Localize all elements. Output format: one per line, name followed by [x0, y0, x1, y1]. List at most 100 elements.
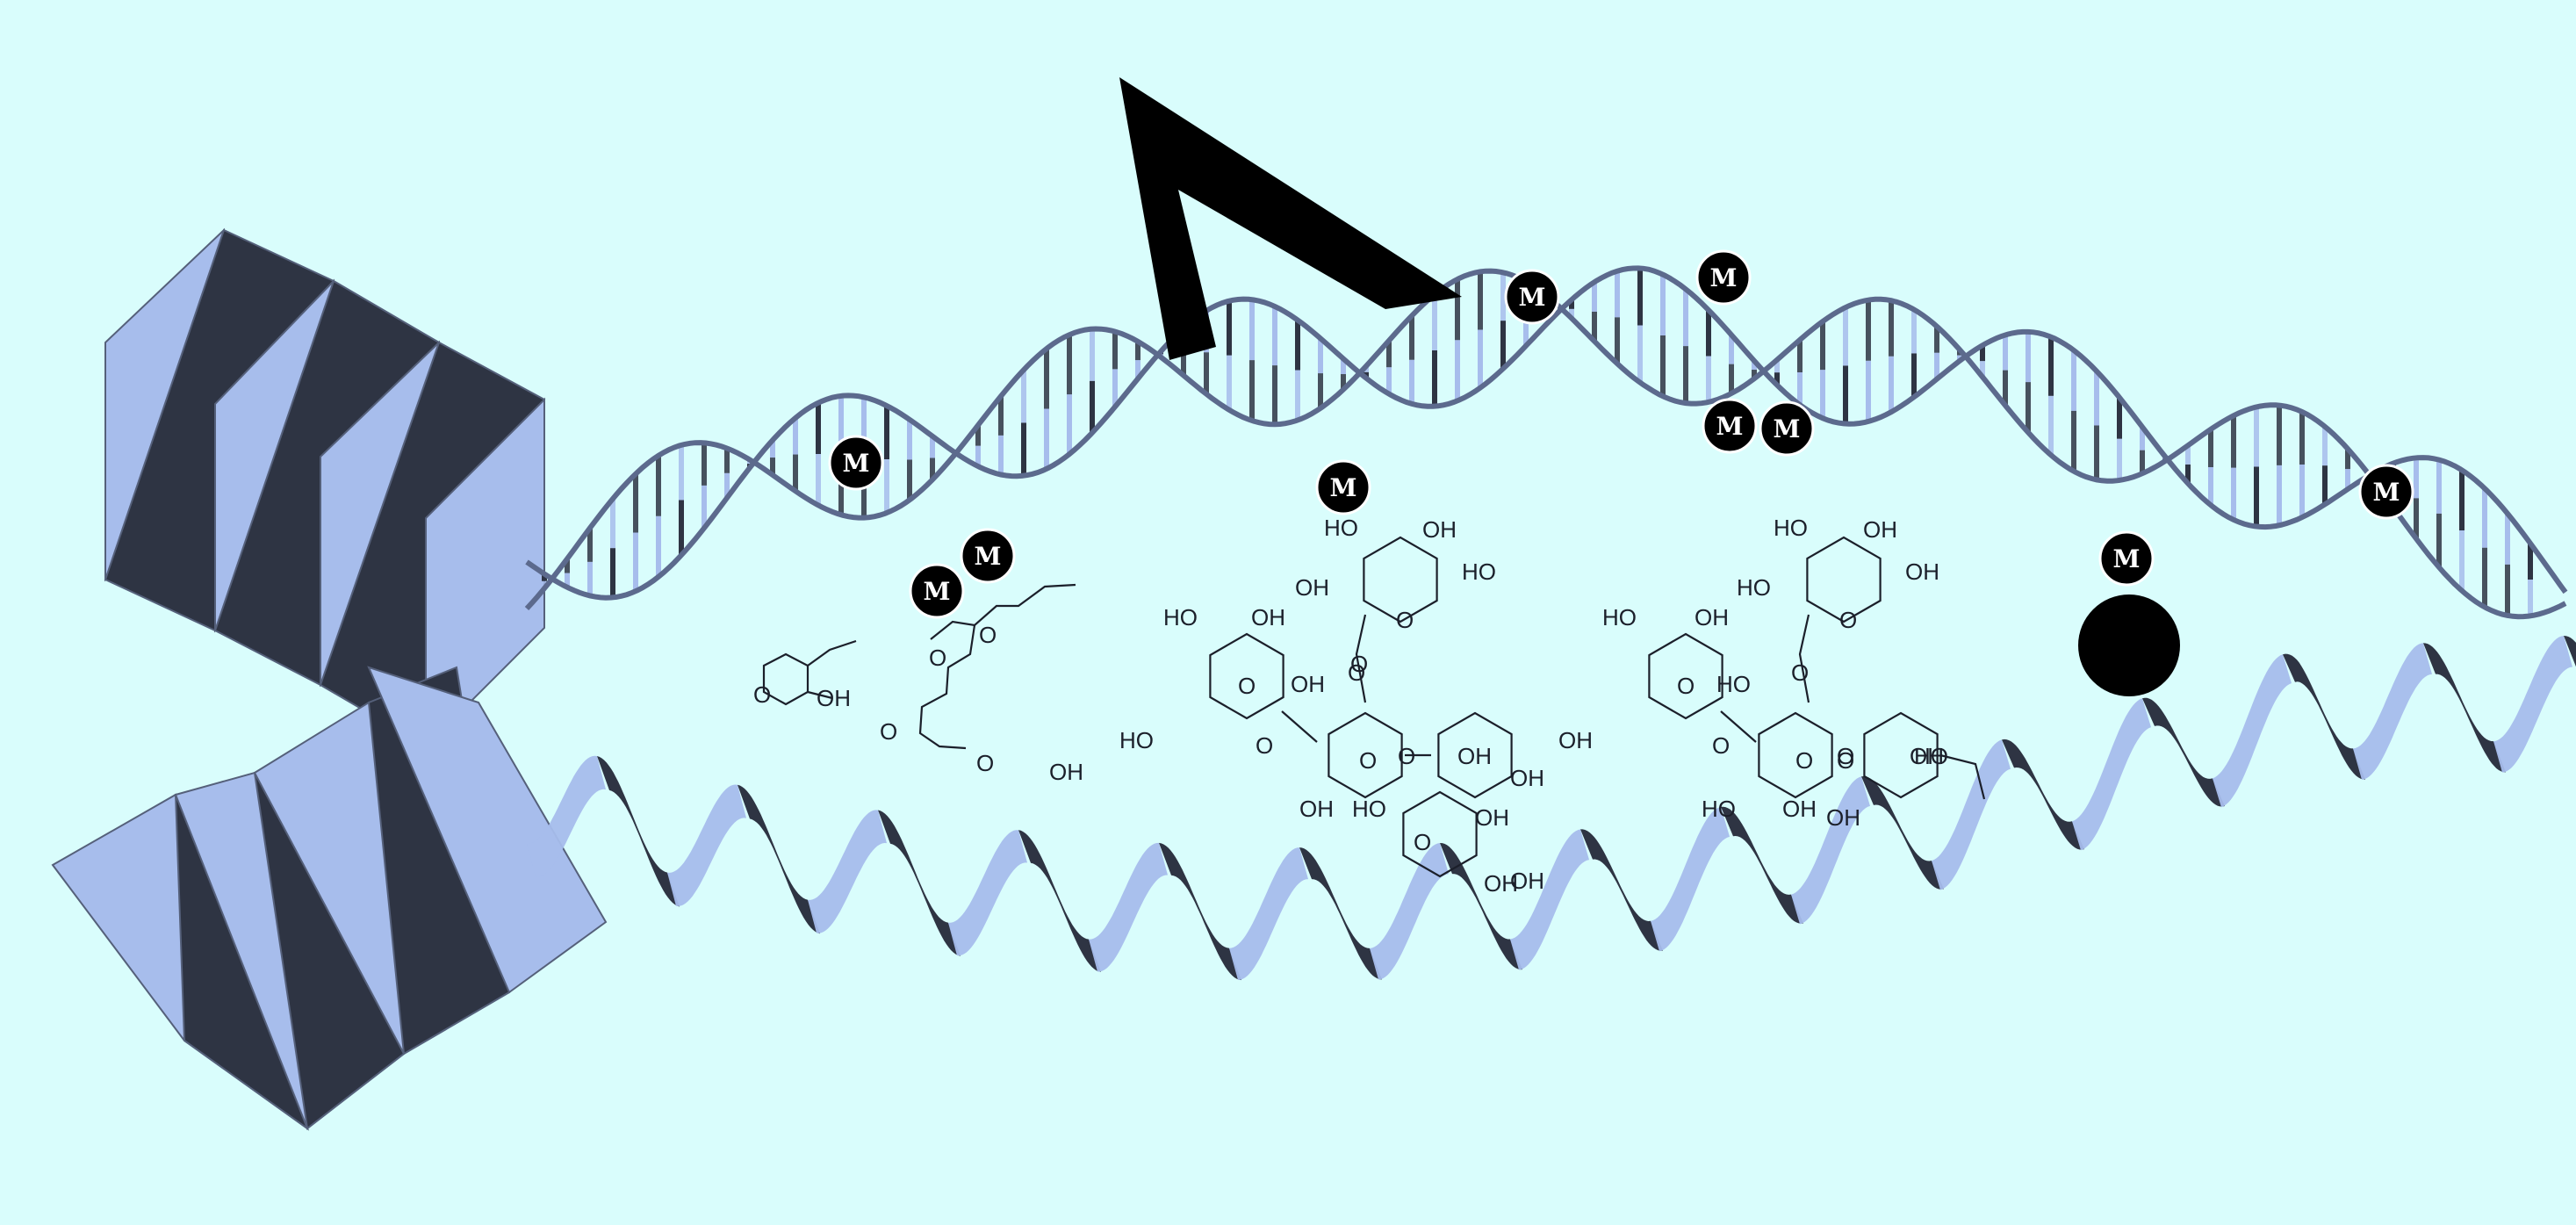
dna-strand-1	[525, 265, 2568, 601]
helix-front-turn	[2423, 643, 2506, 773]
ring-atom-label: O	[976, 750, 994, 776]
hydroxyl-label: HO	[1737, 574, 1771, 601]
hydroxyl-label: HO	[1914, 743, 1948, 769]
hydroxyl-label: OH	[1251, 604, 1285, 631]
sugar-ring	[1402, 790, 1478, 878]
helix-front-turn	[2564, 636, 2576, 667]
methyl-marker-icon: M	[1759, 400, 1815, 457]
methyl-marker-icon: M	[2358, 464, 2414, 520]
hydroxyl-label: OH	[1510, 765, 1544, 791]
helix-back-turn	[2072, 698, 2151, 851]
hydroxyl-label: OH	[1422, 516, 1457, 543]
ring-atom-label: O	[979, 622, 997, 648]
hydroxyl-label: OH	[1695, 604, 1729, 631]
methyl-marker-label: M	[1330, 473, 1357, 502]
ring-atom-label: O	[1256, 732, 1273, 759]
caret-symbol-icon	[1119, 77, 1462, 360]
ring-atom-label: O	[1238, 673, 1256, 699]
glycosidic-bond	[1281, 710, 1318, 743]
ring-atom-label: O	[929, 645, 946, 671]
methyl-marker-disc	[909, 563, 965, 619]
helix-front-turn	[1018, 830, 1101, 972]
hydroxyl-label: OH	[1484, 870, 1518, 897]
helix-back-turn	[527, 755, 606, 877]
methyl-marker-label: M	[1716, 412, 1744, 441]
hydroxyl-label: OH	[1905, 558, 1939, 585]
dna-double-helix-icon	[524, 265, 2568, 620]
ring-atom-label: O	[1350, 651, 1368, 677]
hydroxyl-label: OH	[1295, 574, 1329, 601]
hydroxyl-label: HO	[1352, 796, 1386, 822]
methyl-marker-label: M	[975, 542, 1002, 571]
helix-front-turn	[2283, 653, 2365, 780]
helix-back-turn	[948, 830, 1027, 956]
methyl-marker-label: M	[843, 449, 870, 478]
helix-back-turn	[1229, 847, 1308, 980]
helix-back-turn	[1370, 843, 1449, 980]
hydroxyl-label: OH	[1049, 759, 1083, 785]
ring-atom-label: O	[1677, 673, 1695, 699]
ring-atom-label: O	[880, 718, 897, 745]
methyl-marker-icon: M	[909, 563, 965, 619]
helix-front-turn	[1299, 847, 1382, 980]
sugar-ring	[1363, 536, 1438, 623]
methyl-marker-icon: M	[1315, 459, 1371, 515]
sugar-ring	[1806, 536, 1882, 623]
methyl-marker-icon: M	[1504, 269, 1560, 325]
hydroxyl-label: HO	[1602, 604, 1637, 631]
beta-sheet-icon	[51, 227, 608, 1131]
methyl-marker-icon: M	[1695, 249, 1752, 306]
hydroxyl-label: OH	[1457, 743, 1492, 769]
helix-front-turn	[2002, 739, 2084, 850]
hydroxyl-label: OH	[1826, 804, 1860, 831]
beta-strand-lower-7	[367, 666, 608, 994]
methyl-marker-label: M	[2373, 478, 2400, 507]
hydroxyl-label: OH	[817, 685, 851, 711]
helix-back-turn	[2353, 643, 2432, 780]
methyl-marker-icon: M	[828, 435, 884, 491]
helix-front-turn	[1440, 843, 1522, 970]
hydroxyl-label: HO	[1716, 671, 1751, 697]
glycosidic-bond	[1798, 614, 1810, 703]
helix-front-turn	[1861, 776, 1944, 890]
ring-atom-label: O	[1795, 747, 1813, 774]
hydroxyl-label: HO	[1324, 515, 1358, 541]
sugar-ring	[1437, 711, 1513, 799]
methyl-marker-icon: M	[960, 528, 1016, 584]
methyl-marker-label: M	[2113, 544, 2141, 573]
helix-back-turn	[667, 784, 746, 906]
helix-front-turn	[1721, 806, 1803, 924]
methyl-marker-disc	[2098, 530, 2155, 587]
methyl-marker-disc	[1759, 400, 1815, 457]
sugar-ring	[1863, 711, 1939, 799]
ring-atom-label: O	[1414, 829, 1431, 855]
black-dot-icon	[2078, 594, 2180, 696]
methyl-marker-disc	[1504, 269, 1560, 325]
methyl-marker-disc	[2358, 464, 2414, 520]
hydroxyl-label: OH	[1782, 796, 1817, 822]
glycosidic-bond	[1720, 710, 1757, 743]
ring-atom-label: O	[1348, 659, 1365, 686]
methyl-marker-label: M	[1774, 414, 1801, 443]
hydroxyl-label: OH	[1863, 516, 1897, 543]
helix-back-turn	[2493, 636, 2572, 773]
methyl-marker-disc	[1315, 459, 1371, 515]
ring-atom-label: O	[1712, 732, 1730, 759]
ring-atom-label: O	[1791, 659, 1809, 686]
methyl-marker-disc	[1702, 398, 1758, 454]
sugar-ring	[1648, 632, 1723, 720]
sugar-ring	[1758, 711, 1833, 799]
methyl-marker-icon: M	[1702, 398, 1758, 454]
methyl-marker-disc	[960, 528, 1016, 584]
hydroxyl-label: HO	[1462, 558, 1496, 585]
ring-atom-label: O	[1837, 743, 1854, 769]
ring-atom-label: O	[1398, 743, 1415, 769]
helix-back-turn	[2213, 654, 2292, 808]
sugar-ring	[1209, 632, 1284, 720]
hydroxyl-label: HO	[1119, 727, 1154, 753]
hydroxyl-label: OH	[1510, 868, 1544, 894]
hydroxyl-label: OH	[1299, 796, 1334, 822]
helix-front-turn	[878, 810, 961, 956]
ring-atom-label: O	[1837, 747, 1854, 774]
